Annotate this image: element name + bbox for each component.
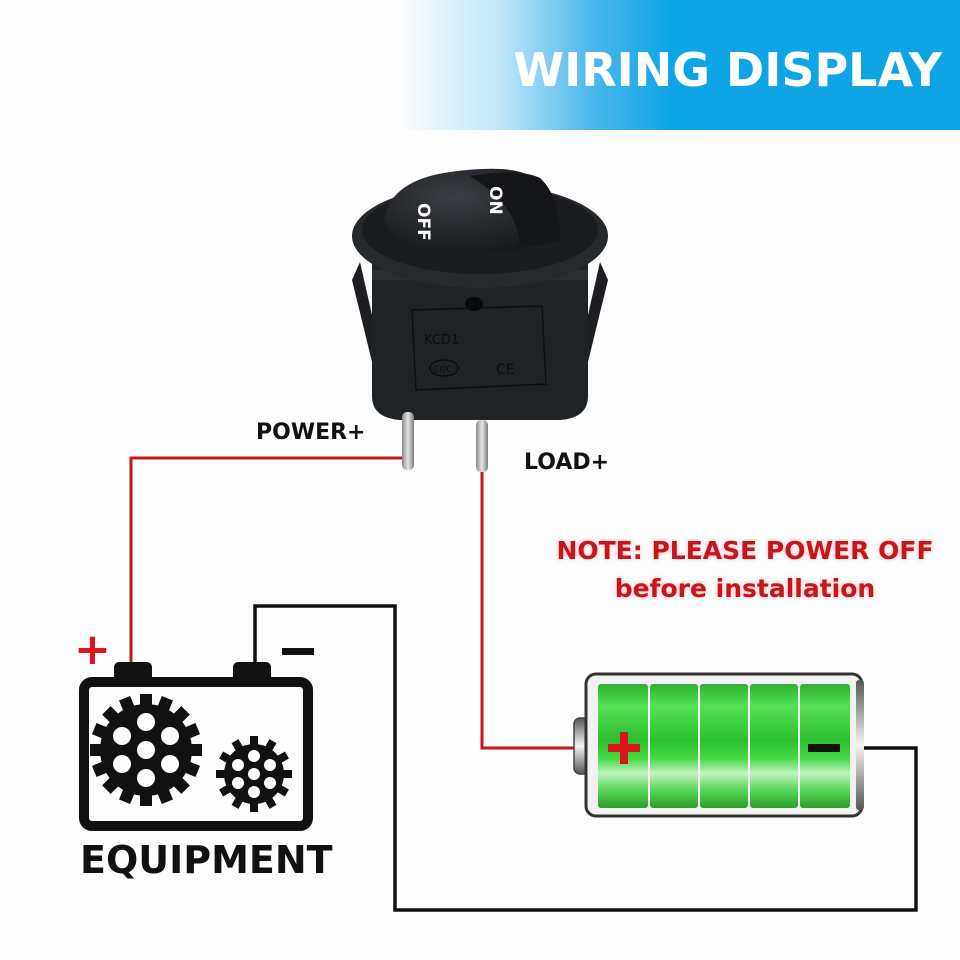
on-label: ON	[485, 186, 505, 215]
load-terminal-pin	[476, 420, 488, 472]
load-terminal-label: LOAD+	[524, 450, 610, 475]
equipment-icon	[79, 662, 313, 831]
safety-note: NOTE: PLEASE POWER OFF before installati…	[540, 532, 950, 608]
rocker-switch[interactable]: KCD1 CQC CE OFF ON	[352, 168, 608, 472]
equipment-label: EQUIPMENT	[80, 838, 333, 882]
positive-wire-load	[480, 470, 580, 750]
small-gear-icon	[216, 736, 292, 812]
off-label: OFF	[413, 203, 433, 241]
header-banner: WIRING DISPLAY	[400, 0, 960, 130]
page-title: WIRING DISPLAY	[513, 43, 942, 97]
model-text: KCD1	[424, 333, 459, 348]
note-line-1: NOTE: PLEASE POWER OFF	[556, 536, 934, 565]
positive-wire-power	[129, 456, 410, 666]
negative-wire	[253, 604, 918, 912]
cqc-mark: CQC	[433, 365, 453, 375]
equipment-plus-sign: +	[74, 624, 111, 675]
note-line-2: before installation	[614, 574, 876, 603]
large-gear-icon	[90, 694, 202, 806]
equipment-minus-sign	[282, 648, 314, 655]
power-terminal-label: POWER+	[256, 420, 366, 445]
battery-icon	[573, 672, 864, 818]
ce-mark: CE	[496, 362, 515, 378]
power-terminal-pin	[402, 412, 414, 470]
